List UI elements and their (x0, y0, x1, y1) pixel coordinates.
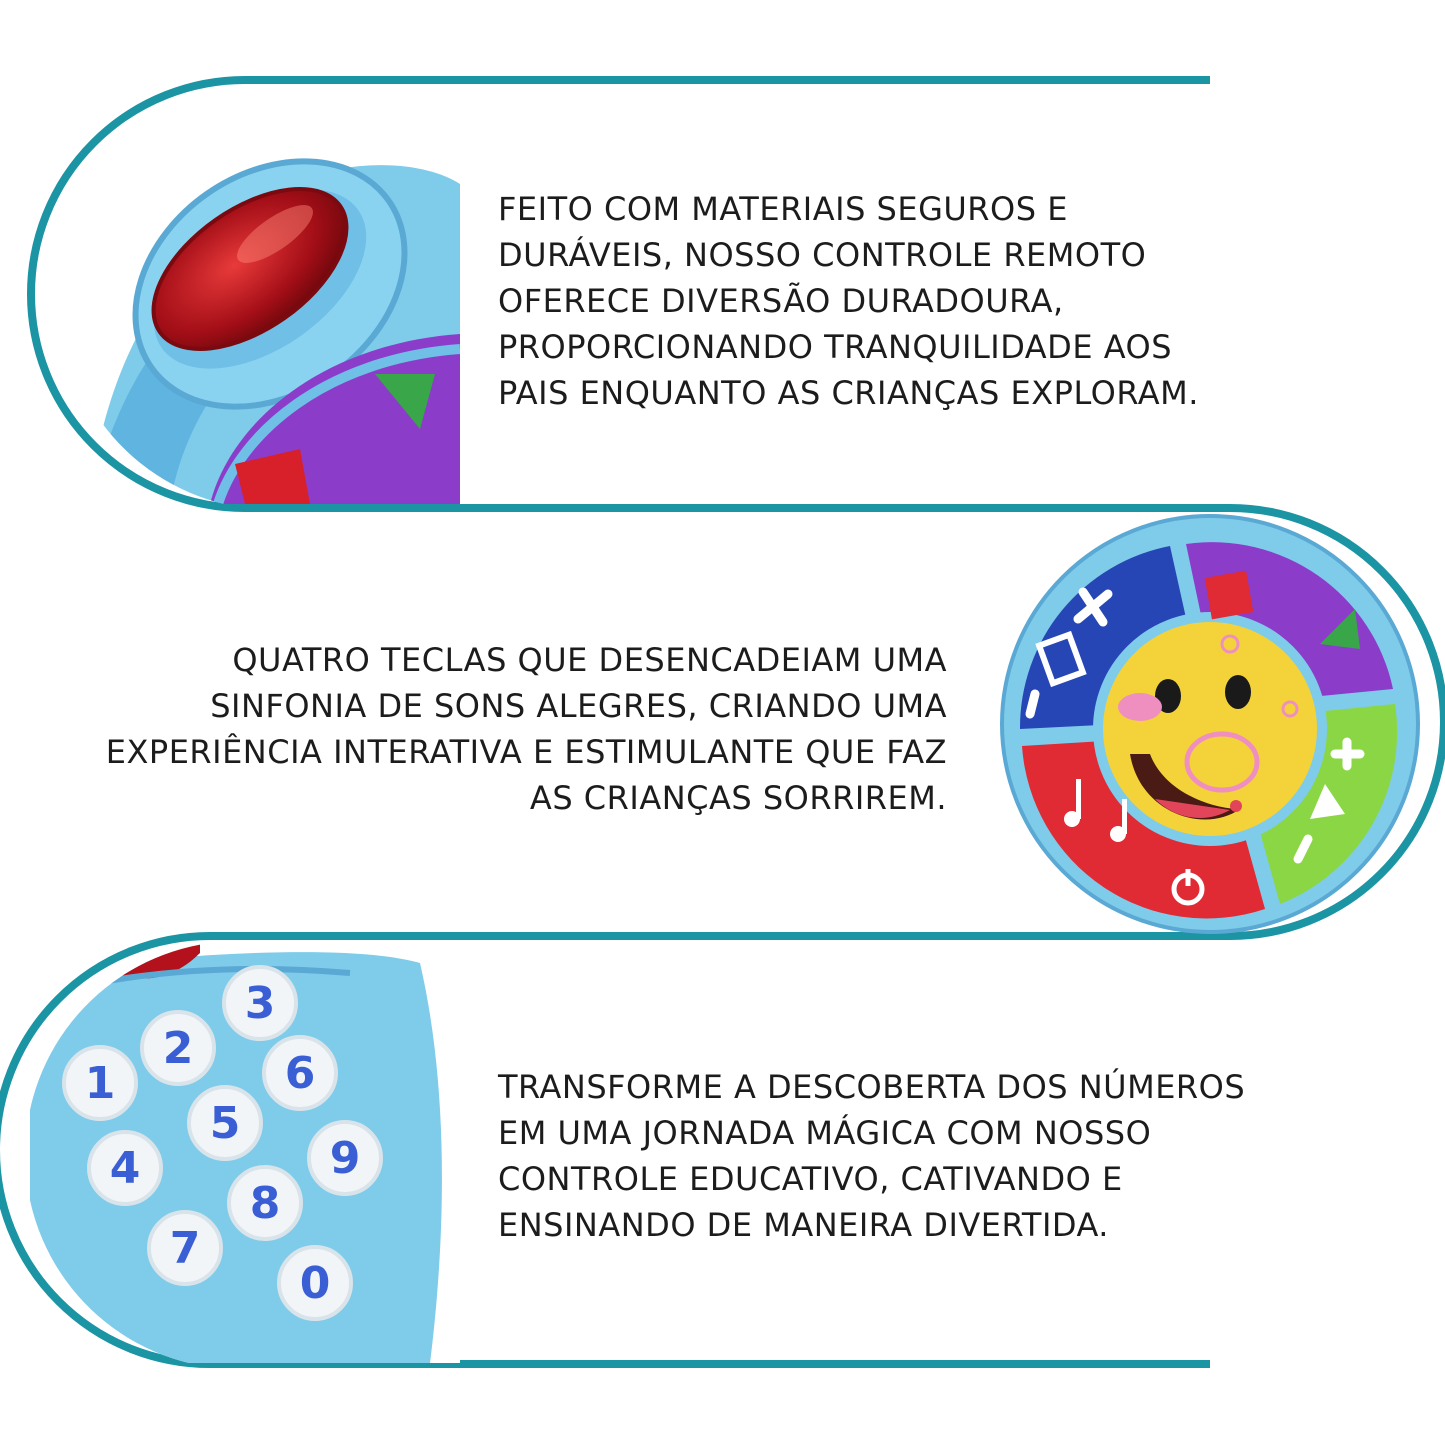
key-1: 1 (85, 1058, 116, 1109)
feature-text-materials: FEITO COM MATERIAIS SEGUROS E DURÁVEIS, … (498, 186, 1199, 416)
feature-line: ENSINANDO DE MANEIRA DIVERTIDA. (498, 1206, 1109, 1244)
key-0: 0 (300, 1258, 331, 1309)
feature-line: SINFONIA DE SONS ALEGRES, CRIANDO UMA (210, 687, 947, 725)
key-4: 4 (110, 1143, 141, 1194)
key-3: 3 (245, 978, 276, 1029)
smiley-face-keypad-icon (1000, 514, 1420, 934)
feature-line: QUATRO TECLAS QUE DESENCADEIAM UMA (232, 641, 947, 679)
number-keypad-icon: 1 2 3 4 5 6 7 8 9 0 (30, 943, 460, 1363)
toy-remote-power-button-icon (60, 84, 460, 504)
key-2: 2 (163, 1023, 194, 1074)
feature-line: OFERECE DIVERSÃO DURADOURA, (498, 282, 1064, 320)
feature-line: CONTROLE EDUCATIVO, CATIVANDO E (498, 1160, 1123, 1198)
key-9: 9 (330, 1133, 361, 1184)
feature-text-keys: QUATRO TECLAS QUE DESENCADEIAM UMA SINFO… (106, 637, 947, 821)
key-5: 5 (210, 1098, 241, 1149)
feature-line: PROPORCIONANDO TRANQUILIDADE AOS (498, 328, 1173, 366)
feature-line: PAIS ENQUANTO AS CRIANÇAS EXPLORAM. (498, 374, 1199, 412)
key-7: 7 (170, 1223, 201, 1274)
feature-line: FEITO COM MATERIAIS SEGUROS E (498, 190, 1068, 228)
feature-line: DURÁVEIS, NOSSO CONTROLE REMOTO (498, 236, 1147, 274)
feature-line: AS CRIANÇAS SORRIREM. (529, 779, 947, 817)
key-6: 6 (285, 1048, 316, 1099)
feature-text-numbers: TRANSFORME A DESCOBERTA DOS NÚMEROS EM U… (498, 1064, 1245, 1248)
key-8: 8 (250, 1178, 281, 1229)
feature-line: TRANSFORME A DESCOBERTA DOS NÚMEROS (498, 1068, 1246, 1106)
feature-line: EXPERIÊNCIA INTERATIVA E ESTIMULANTE QUE… (105, 733, 947, 771)
feature-line: EM UMA JORNADA MÁGICA COM NOSSO (498, 1114, 1152, 1152)
